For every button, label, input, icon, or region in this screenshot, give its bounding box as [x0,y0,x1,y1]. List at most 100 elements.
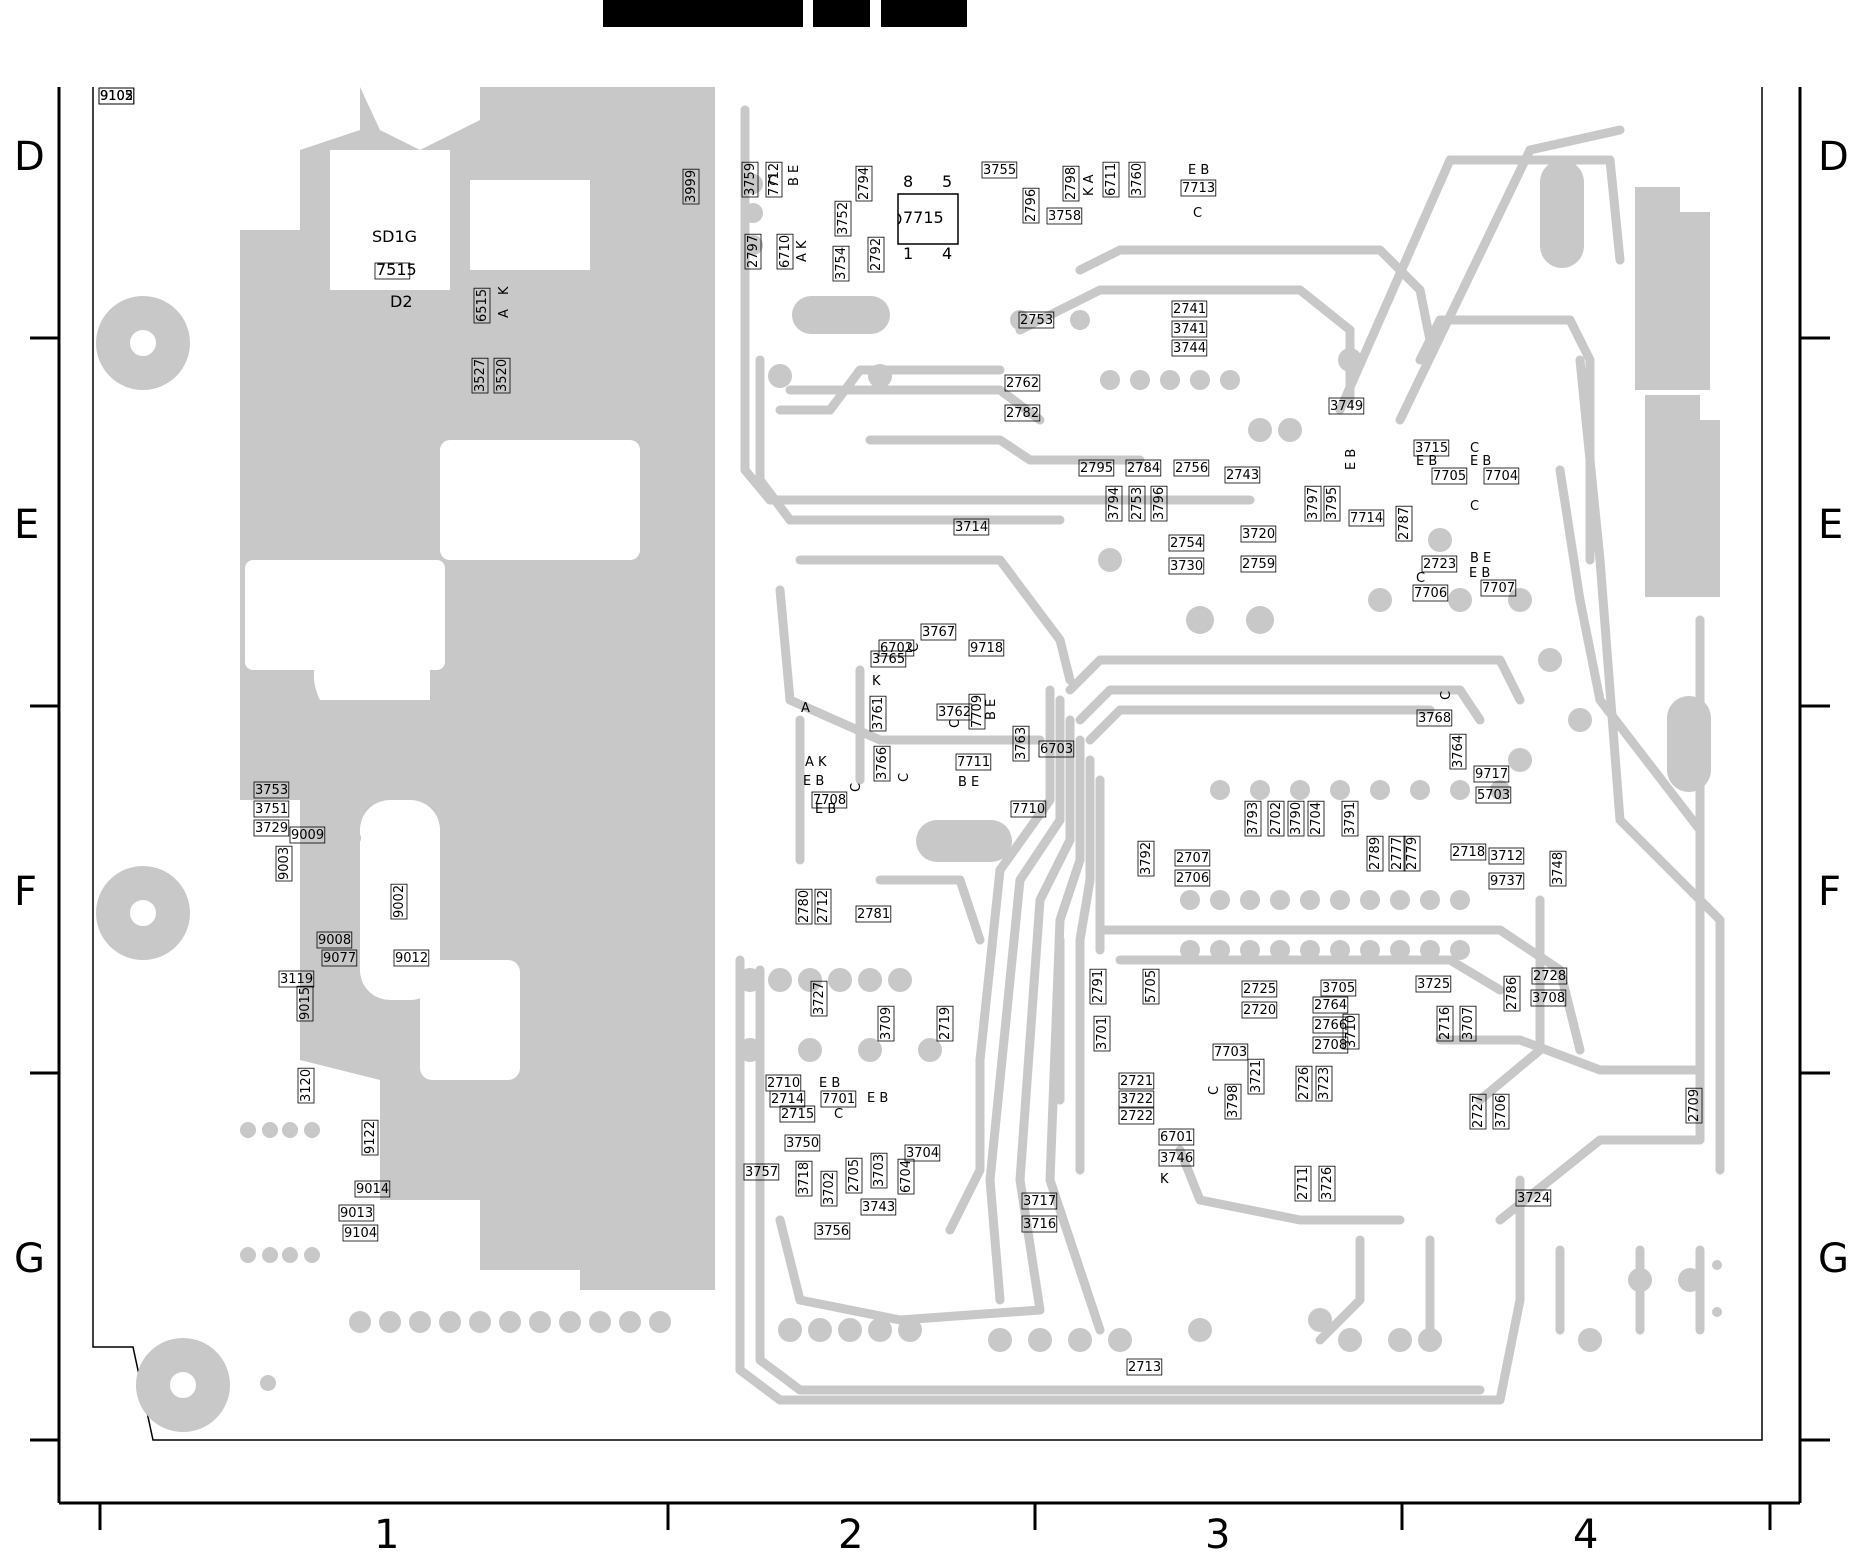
part-reference-label: 3722 [1120,1092,1153,1107]
column-label: 4 [1573,1512,1598,1553]
part-label-box [1247,1058,1265,1095]
part-reference-label: 3730 [1170,559,1203,574]
part-reference-label: B E [1470,551,1491,566]
part-reference-label: C [1416,571,1425,586]
part-label-box [1294,1165,1312,1202]
row-label-right: F [1818,869,1841,915]
part-label-box [1403,835,1421,872]
part-label-box [765,161,783,198]
part-reference-label: E B [1344,449,1359,470]
part-label-box [1118,1107,1155,1125]
column-label: 3 [1205,1512,1230,1553]
part-label-box [1010,800,1047,818]
part-reference-label: D2 [390,292,413,311]
ic-pin: 8 [903,172,913,191]
part-reference-label: 2712 [816,890,831,923]
part-reference-label: K [497,286,512,295]
part-label-box [1171,320,1208,338]
part-reference-label: 2781 [857,907,890,922]
part-reference-label: 3701 [1095,1017,1110,1050]
part-reference-label: 2704 [1309,802,1324,835]
part-label-box [744,233,762,270]
part-reference-label: 2707 [1176,851,1209,866]
part-label-box [1241,1001,1278,1019]
column-label: 1 [374,1512,399,1553]
ic-7715: 7715 8 5 1 4 [897,172,959,263]
part-reference-label: 3741 [1173,322,1206,337]
part-reference-label: E B [1188,163,1209,178]
part-label-box [1449,733,1467,770]
part-reference-label: E B [1416,454,1437,469]
part-label-box [870,650,907,668]
part-reference-label: 3766 [875,747,890,780]
part-reference-label: 3767 [922,625,955,640]
part-label-box [968,639,1005,657]
part-reference-label: 3729 [255,821,288,836]
part-label-box [1488,872,1525,890]
part-reference-label: 2741 [1173,302,1206,317]
part-label-box [1488,847,1525,865]
part-label-box [253,819,290,837]
part-label-box [810,980,828,1017]
part-reference-label: 2715 [781,1107,814,1122]
part-reference-label: 2764 [1314,998,1347,1013]
part-reference-label: 3715 [1415,441,1448,456]
part-label-box [253,781,290,799]
part-reference-label: 3744 [1173,341,1206,356]
part-reference-label: 2709 [1687,1089,1702,1122]
part-label-box [354,1180,391,1198]
part-label-box [1503,975,1521,1012]
part-reference-label: 2777 [1390,837,1405,870]
edge-connectors [1635,187,1720,597]
part-reference-label: 3727 [812,982,827,1015]
part-reference-label: 3790 [1289,802,1304,835]
part-reference-label: 9014 [356,1182,389,1197]
part-reference-label: 3706 [1494,1095,1509,1128]
part-label-box [877,1005,895,1042]
oblong-slots [792,160,1711,862]
part-label-box [1137,840,1155,877]
part-label-box [1549,850,1567,887]
part-reference-label: E B [819,1076,840,1091]
part-reference-label: 9102 [100,89,133,104]
part-label-box [1128,485,1146,522]
part-reference-label: 3712 [1490,849,1523,864]
part-reference-label: 9012 [395,951,428,966]
row-label-left: E [14,502,39,548]
part-label-box [869,695,887,732]
part-reference-label: 9122 [363,1121,378,1154]
part-reference-label: C [849,783,864,792]
part-label-box [1415,975,1452,993]
part-label-box [275,845,293,882]
part-label-box [1168,534,1205,552]
part-label-box [1125,459,1162,477]
part-reference-label: 2787 [1397,507,1412,540]
part-label-box [834,200,852,237]
part-reference-label: E B [1469,566,1490,581]
part-reference-label: 3119 [280,972,313,987]
part-label-box [1267,800,1285,837]
part-label-box [1480,579,1517,597]
part-label-box [316,931,353,949]
part-label-box [297,1067,315,1104]
part-label-box [1366,835,1384,872]
part-reference-label: 2711 [1296,1167,1311,1200]
part-reference-label: 3743 [862,1200,895,1215]
part-label-box [1515,1189,1552,1207]
part-reference-label: 3754 [834,247,849,280]
part-reference-label: 3793 [1246,802,1261,835]
part-reference-label: C [1193,206,1202,221]
part-label-box [342,1224,379,1242]
part-reference-label: C [768,174,777,189]
part-label-box [1244,800,1262,837]
row-label-left: F [14,869,37,915]
part-reference-label: C [1470,441,1479,456]
part-reference-label: 3705 [1322,981,1355,996]
part-reference-label: 2796 [1024,189,1039,222]
part-reference-label: 6711 [1104,163,1119,196]
part-label-box [1341,800,1359,837]
part-reference-label: 2728 [1533,969,1566,984]
part-label-box [1312,1016,1349,1034]
